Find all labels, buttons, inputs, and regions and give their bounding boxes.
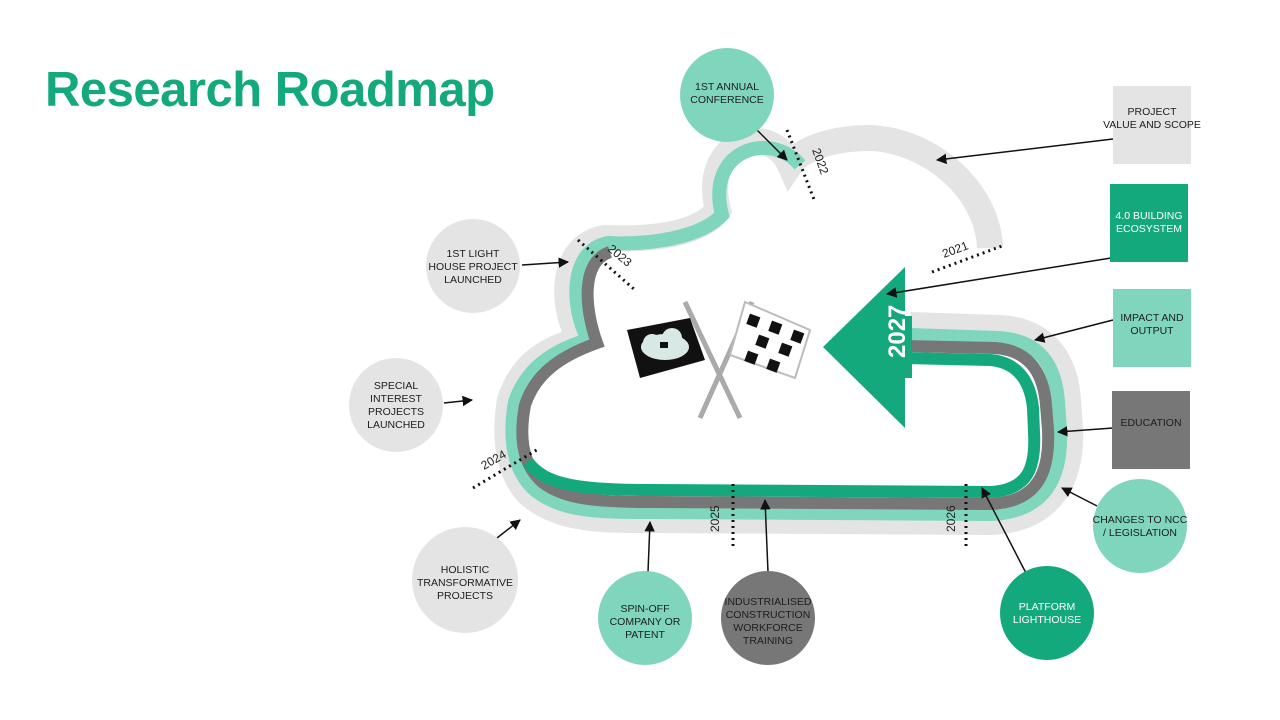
milestone-holistic: HOLISTIC TRANSFORMATIVE PROJECTS xyxy=(412,527,518,633)
arrow-spinoff xyxy=(644,520,655,573)
arrow-ecosystem xyxy=(885,257,1112,298)
arrow-education xyxy=(1056,426,1114,437)
marker-2023 xyxy=(577,238,636,292)
marker-2022 xyxy=(785,129,817,203)
milestone-spinoff-line-2: COMPANY OR xyxy=(610,616,681,628)
legend-education: EDUCATION xyxy=(1112,391,1190,469)
year-2027-label: 2027 xyxy=(884,305,911,358)
milestone-conference-line-2: CONFERENCE xyxy=(690,94,764,106)
green-band xyxy=(523,352,1041,499)
milestone-lighthouse-project-line-1: 1ST LIGHT xyxy=(447,248,500,260)
dark-gray-band xyxy=(516,246,1055,511)
milestone-holistic-line-2: TRANSFORMATIVE xyxy=(417,577,513,589)
milestone-lighthouse-project-line-2: HOUSE PROJECT xyxy=(428,261,518,273)
arrow-lighthouse xyxy=(521,257,570,268)
milestone-ncc: CHANGES TO NCC / LEGISLATION xyxy=(1093,479,1188,573)
milestone-special-interest-line-4: LAUNCHED xyxy=(367,419,425,431)
legend-impact-output-line-2: OUTPUT xyxy=(1130,325,1174,337)
legend-building-ecosystem: 4.0 BUILDING ECOSYSTEM xyxy=(1110,184,1188,262)
milestone-ncc-line-1: CHANGES TO NCC xyxy=(1093,514,1188,526)
legend-project-value: PROJECT VALUE AND SCOPE xyxy=(1103,86,1201,164)
milestone-conference-line-1: 1ST ANNUAL xyxy=(695,81,759,93)
year-2026-label: 2026 xyxy=(944,505,958,532)
milestone-platform-line-2: LIGHTHOUSE xyxy=(1013,614,1081,626)
arrow-holistic xyxy=(496,519,521,539)
arrow-2027-icon: 2027 xyxy=(823,267,912,428)
milestone-platform-line-1: PLATFORM xyxy=(1019,601,1075,613)
legend-building-ecosystem-line-1: 4.0 BUILDING xyxy=(1115,210,1182,222)
milestone-conference: 1ST ANNUAL CONFERENCE xyxy=(680,48,774,142)
cloud-flag-icon xyxy=(627,318,705,378)
arrow-impact xyxy=(1033,319,1114,343)
milestone-industrialised-line-4: TRAINING xyxy=(743,635,793,647)
legend-building-ecosystem-line-2: ECOSYSTEM xyxy=(1116,223,1182,235)
pointer-arrows xyxy=(443,127,1114,576)
milestone-platform: PLATFORM LIGHTHOUSE xyxy=(1000,566,1094,660)
year-2025-label: 2025 xyxy=(708,505,722,532)
milestone-special-interest-line-1: SPECIAL xyxy=(374,380,419,392)
arrow-project-value xyxy=(935,138,1114,165)
milestone-spinoff-line-3: PATENT xyxy=(625,629,665,641)
milestone-special-interest: SPECIAL INTEREST PROJECTS LAUNCHED xyxy=(349,358,443,452)
milestone-industrialised-line-2: CONSTRUCTION xyxy=(726,609,811,621)
milestone-ncc-line-2: / LEGISLATION xyxy=(1103,527,1177,539)
page-title: Research Roadmap xyxy=(45,63,495,117)
milestone-lighthouse-project: 1ST LIGHT HOUSE PROJECT LAUNCHED xyxy=(426,219,520,313)
checkered-flag-icon xyxy=(728,300,812,380)
roadmap-track xyxy=(494,124,1084,536)
milestone-spinoff: SPIN-OFF COMPANY OR PATENT xyxy=(598,571,692,665)
milestone-special-interest-line-3: PROJECTS xyxy=(368,406,424,418)
milestone-lighthouse-project-line-3: LAUNCHED xyxy=(444,274,502,286)
arrow-platform xyxy=(981,487,1028,576)
legend-project-value-line-2: VALUE AND SCOPE xyxy=(1103,119,1201,131)
year-markers xyxy=(472,129,1003,548)
milestone-industrialised-line-1: INDUSTRIALISED xyxy=(725,596,812,608)
arrow-ncc xyxy=(1061,487,1098,507)
milestone-spinoff-line-1: SPIN-OFF xyxy=(621,603,670,615)
marker-2024 xyxy=(472,446,541,490)
legend-impact-output-line-1: IMPACT AND xyxy=(1120,312,1184,324)
arrow-conference xyxy=(754,127,788,161)
legend-education-line-1: EDUCATION xyxy=(1120,417,1181,429)
arrow-industrialised xyxy=(760,498,771,573)
crossed-flags xyxy=(627,300,812,420)
legend-impact-output: IMPACT AND OUTPUT xyxy=(1113,289,1191,367)
mint-band xyxy=(505,141,1068,522)
milestone-holistic-line-3: PROJECTS xyxy=(437,590,493,602)
milestone-industrialised: INDUSTRIALISED CONSTRUCTION WORKFORCE TR… xyxy=(721,571,815,665)
arrow-special xyxy=(443,395,474,407)
marker-2021 xyxy=(931,244,1003,274)
milestone-special-interest-line-2: INTEREST xyxy=(370,393,423,405)
milestone-holistic-line-1: HOLISTIC xyxy=(441,564,490,576)
legend-project-value-line-1: PROJECT xyxy=(1127,106,1177,118)
year-2021-label: 2021 xyxy=(940,238,970,260)
milestone-industrialised-line-3: WORKFORCE xyxy=(733,622,802,634)
